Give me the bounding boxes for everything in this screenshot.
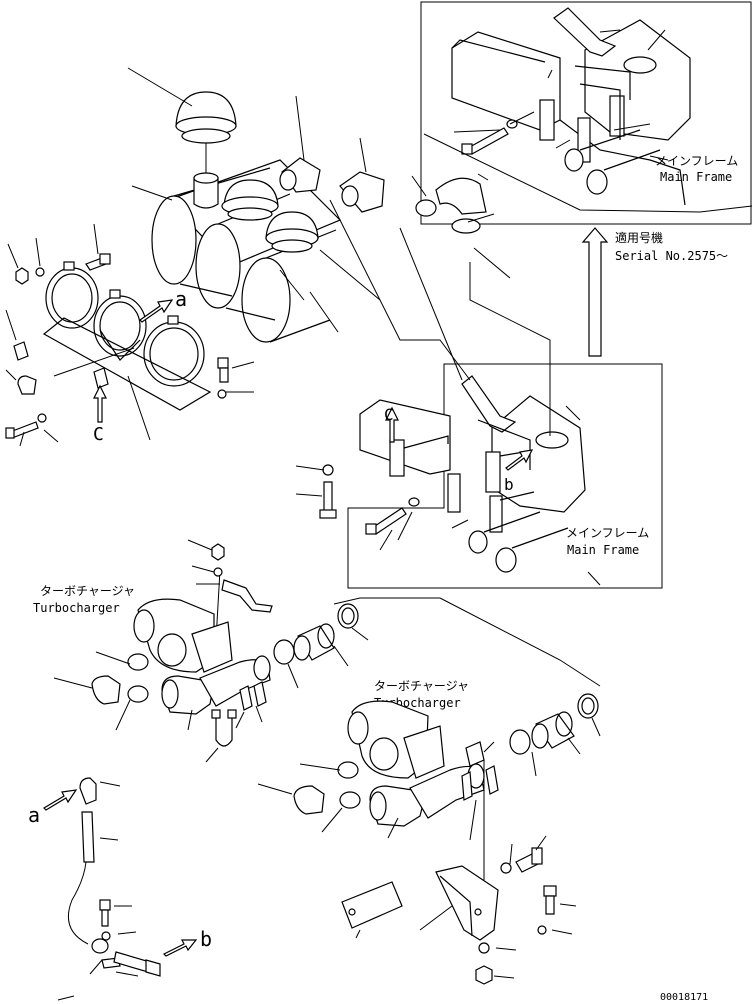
main-frame-jp: メインフレーム bbox=[566, 526, 649, 540]
band-clamp-leaders bbox=[5, 223, 255, 447]
inset-brackets bbox=[539, 83, 625, 163]
turbo-left-pipe-couplings bbox=[273, 603, 359, 665]
ref-b-bottom-label: b bbox=[200, 927, 212, 951]
main-frame-leaders bbox=[295, 405, 601, 586]
main-frame-body bbox=[359, 375, 586, 513]
turbocharger-left-icon bbox=[133, 598, 233, 673]
main-frame-brackets bbox=[389, 435, 535, 533]
up-arrow-icon bbox=[581, 227, 609, 357]
inset-leader-lines bbox=[453, 29, 669, 161]
turbo-right-pipe-couplings bbox=[509, 693, 599, 755]
ref-c-label-main: C bbox=[384, 405, 394, 424]
air-cleaner-leaders bbox=[127, 67, 511, 333]
precleaner-cap-icon bbox=[175, 91, 237, 176]
ref-b-label-main: b bbox=[504, 475, 514, 494]
main-frame-en: Main Frame bbox=[567, 543, 639, 557]
sensor-tube-leaders bbox=[57, 781, 139, 1001]
inset-main-frame-jp: メインフレーム bbox=[655, 154, 738, 168]
ref-c-arrow-icon bbox=[93, 384, 107, 423]
ref-b-bottom-arrow-icon bbox=[162, 939, 198, 957]
band-clamp-bracket bbox=[42, 261, 212, 411]
inset-main-frame-body bbox=[451, 7, 691, 206]
turbo-left-jp: ターボチャージャ bbox=[40, 584, 135, 598]
ref-c-arrow-main-icon bbox=[385, 406, 399, 443]
bolt-washer-set bbox=[5, 253, 229, 439]
main-view-frame bbox=[347, 363, 663, 589]
air-cleaner-elbows bbox=[279, 157, 487, 234]
turbo-left-en: Turbocharger bbox=[33, 601, 120, 615]
main-frame-pipe-ends bbox=[468, 511, 569, 573]
drawing-number: 00018171 bbox=[660, 992, 708, 1003]
connecting-lines bbox=[215, 133, 753, 687]
sensor-tube-icon bbox=[68, 777, 161, 977]
turbo-left-clamps bbox=[91, 653, 267, 747]
ref-a-arrow-icon bbox=[139, 299, 174, 323]
inset-pipe-ends bbox=[564, 129, 661, 195]
turbo-left-bracket bbox=[187, 539, 273, 613]
turbo-right-jp: ターボチャージャ bbox=[374, 679, 469, 693]
serial-jp: 適用号機 bbox=[615, 230, 663, 245]
turbocharger-right-icon bbox=[347, 700, 445, 779]
ref-a-bottom-label: a bbox=[28, 803, 40, 827]
support-bracket-leaders bbox=[355, 835, 577, 979]
support-bracket-right bbox=[341, 847, 557, 985]
inset-view-frame bbox=[420, 1, 752, 225]
inset-bolt bbox=[461, 119, 518, 155]
dust-cup-icon bbox=[221, 179, 319, 253]
serial-en: Serial No.2575～ bbox=[615, 249, 728, 263]
turbo-left-hose bbox=[161, 655, 271, 715]
ref-a-bottom-arrow-icon bbox=[43, 789, 78, 811]
main-frame-bolt bbox=[319, 464, 420, 535]
turbo-right-clamps bbox=[293, 741, 499, 930]
turbo-left-leaders bbox=[53, 627, 369, 763]
inset-main-frame-en: Main Frame bbox=[660, 170, 732, 184]
ref-b-arrow-main-icon bbox=[505, 449, 534, 471]
ref-c-label: C bbox=[93, 424, 104, 445]
turbo-right-leaders bbox=[257, 717, 601, 841]
ref-a-label: a bbox=[175, 287, 187, 311]
